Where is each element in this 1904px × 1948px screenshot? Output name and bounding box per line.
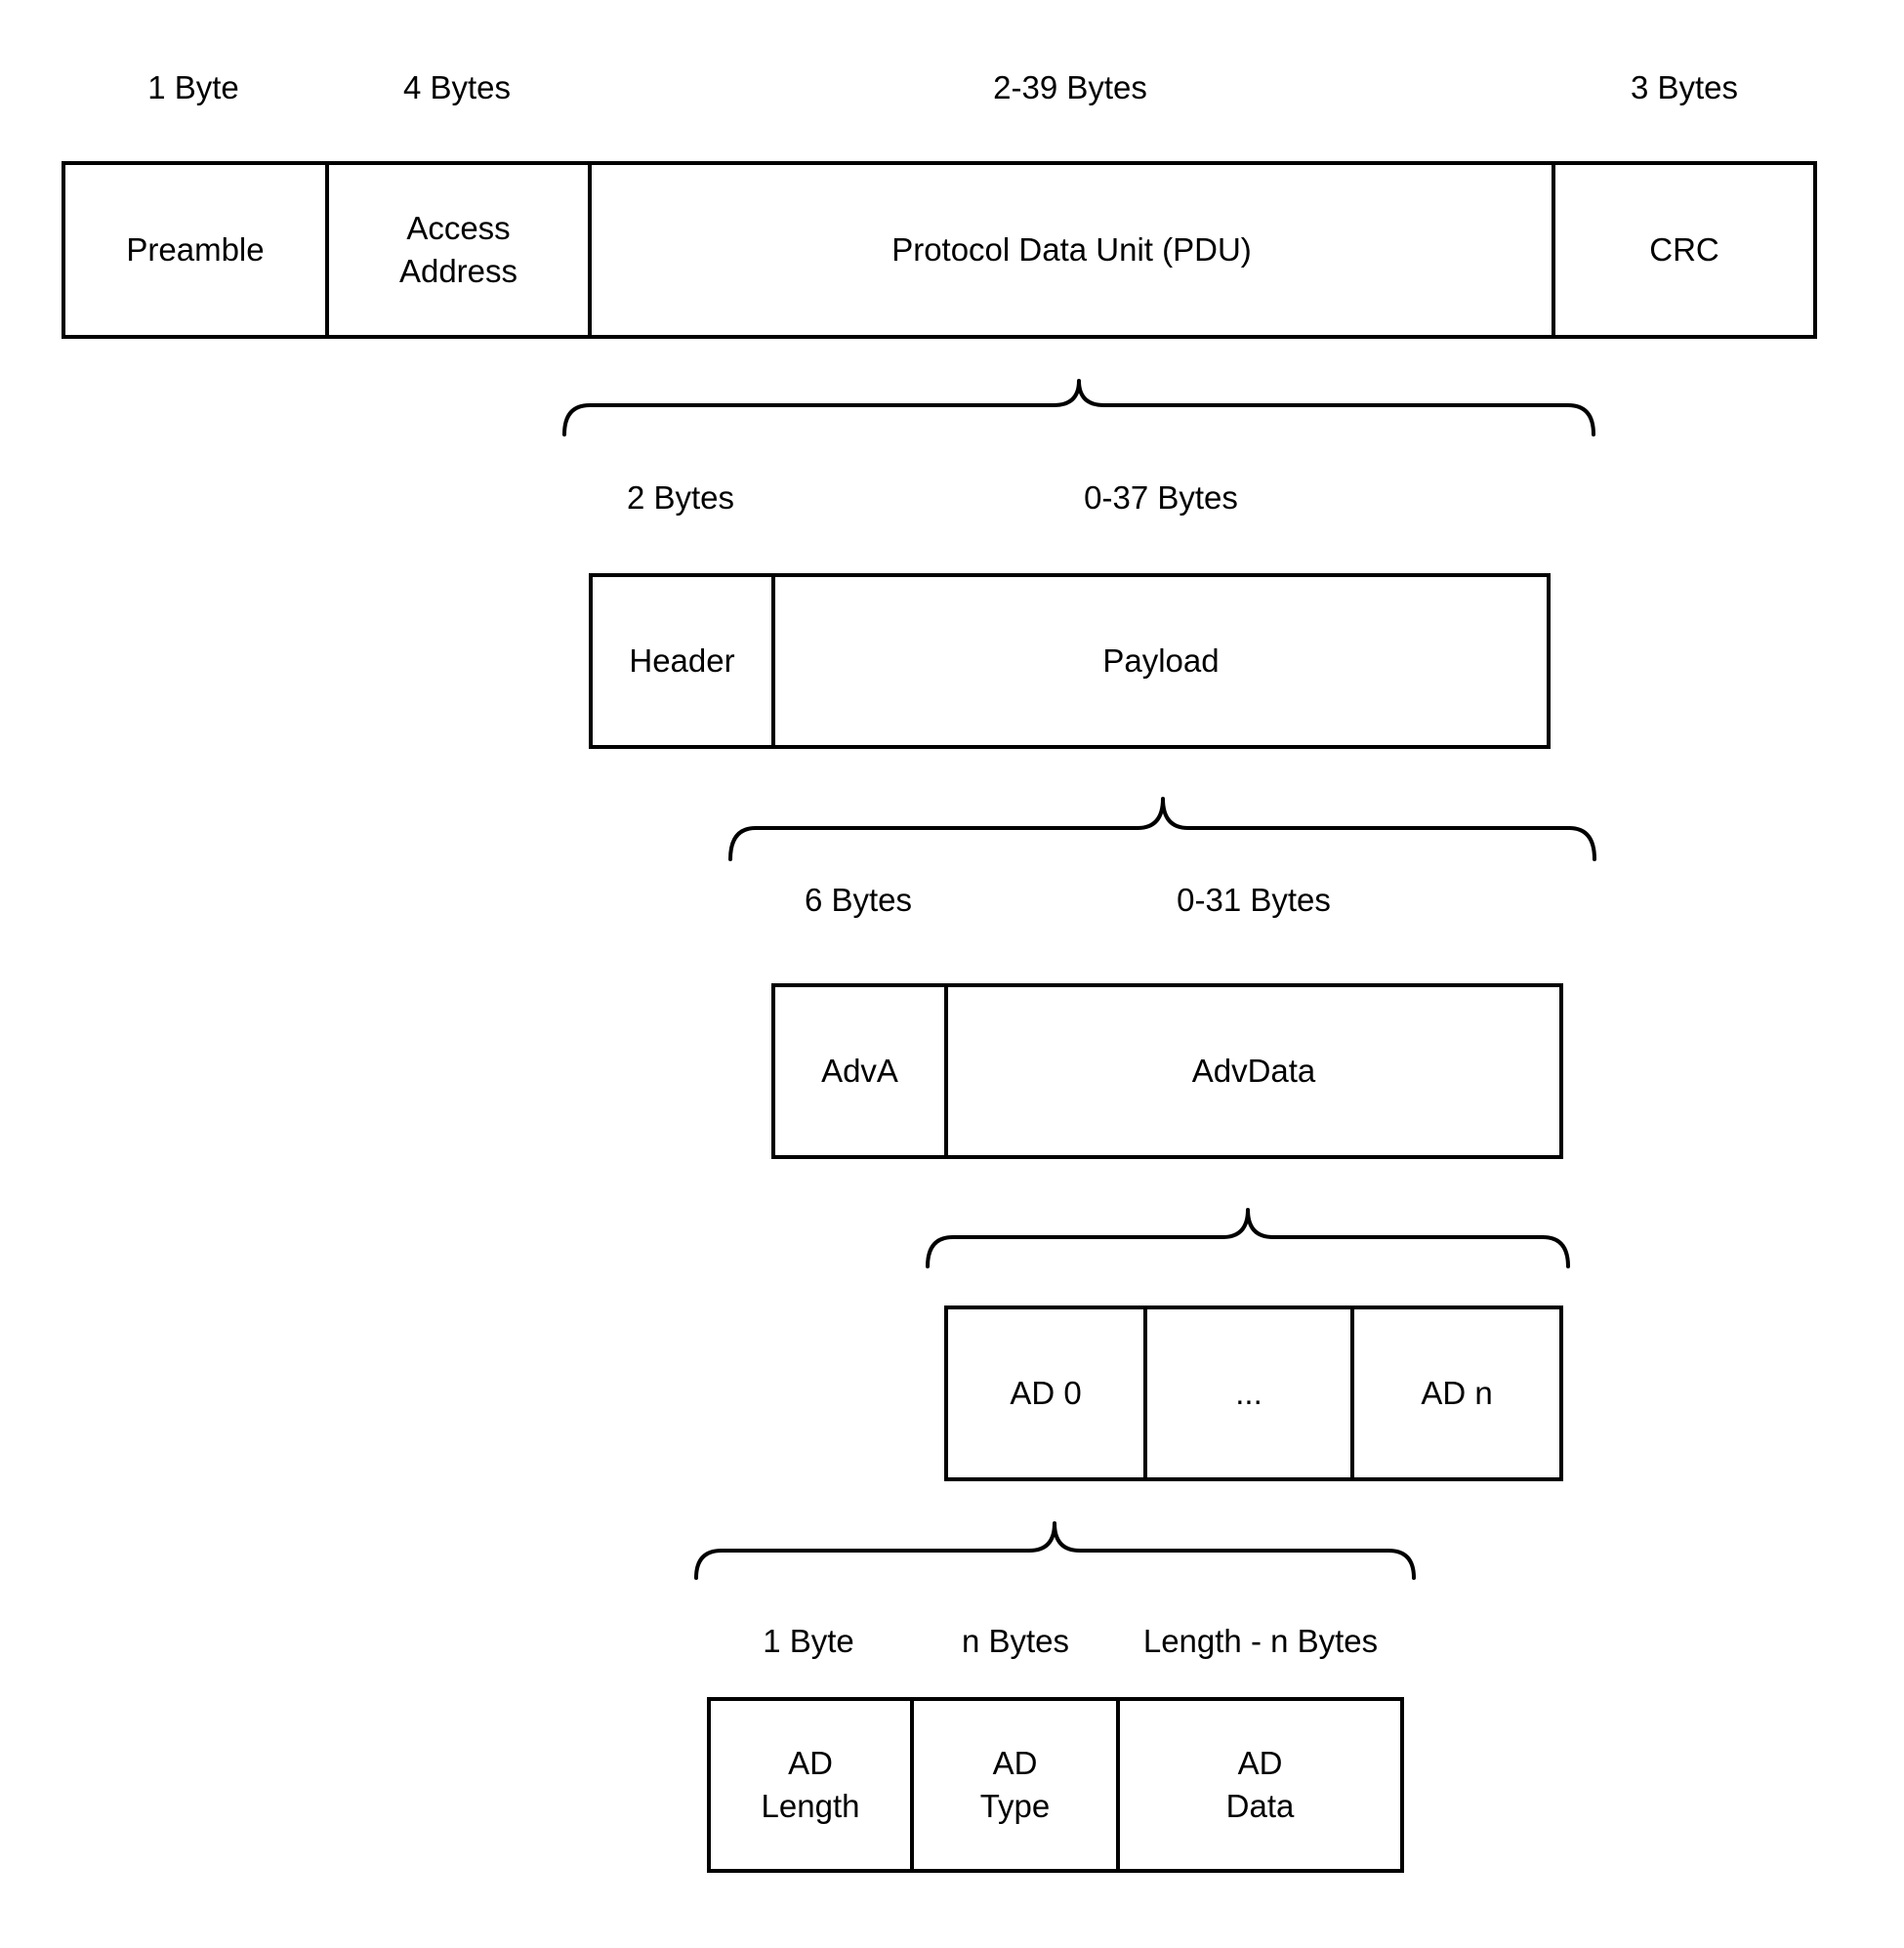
box-ad0: AD 0	[948, 1309, 1147, 1477]
box-ad0-label: AD 0	[1010, 1375, 1082, 1412]
box-crc: CRC	[1555, 165, 1813, 335]
brace-advdata-expansion	[926, 1208, 1570, 1268]
box-pdu-label: Protocol Data Unit (PDU)	[891, 231, 1252, 269]
box-pdu: Protocol Data Unit (PDU)	[592, 165, 1555, 335]
box-header: Header	[593, 577, 775, 745]
size-label-payload: 0-37 Bytes	[1084, 479, 1238, 516]
brace-ad-expansion	[694, 1521, 1416, 1580]
size-label-header: 2 Bytes	[626, 479, 735, 516]
box-advdata-label: AdvData	[1191, 1053, 1316, 1090]
box-adva-label: AdvA	[821, 1053, 898, 1090]
ad-structure-row: AD Length AD Type AD Data	[707, 1697, 1404, 1873]
box-header-label: Header	[629, 642, 735, 680]
brace-pdu-expansion	[562, 379, 1595, 436]
box-access-address-label: Access Address	[398, 210, 518, 289]
box-preamble-label: Preamble	[126, 231, 265, 269]
size-label-ad-data: Length - n Bytes	[1142, 1623, 1379, 1659]
advdata-expansion-row: AD 0 ... AD n	[944, 1306, 1563, 1481]
box-ad-type-label: AD Type	[979, 1745, 1051, 1824]
size-label-adva: 6 Bytes	[804, 882, 913, 918]
box-crc-label: CRC	[1649, 231, 1719, 269]
size-label-ad-length: 1 Byte	[763, 1623, 854, 1659]
size-label-access-address: 4 Bytes	[402, 69, 512, 105]
size-label-advdata: 0-31 Bytes	[1177, 882, 1331, 918]
pdu-expansion-row: Header Payload	[589, 573, 1551, 749]
box-ad-type: AD Type	[914, 1701, 1120, 1869]
box-ad-data: AD Data	[1120, 1701, 1400, 1869]
box-payload: Payload	[775, 577, 1547, 745]
box-preamble: Preamble	[65, 165, 329, 335]
packet-row: Preamble Access Address Protocol Data Un…	[62, 161, 1817, 339]
box-access-address: Access Address	[329, 165, 592, 335]
brace-payload-expansion	[728, 797, 1596, 861]
box-ad-length-label: AD Length	[761, 1745, 860, 1824]
box-ad-length: AD Length	[711, 1701, 914, 1869]
box-ad-ellipsis: ...	[1147, 1309, 1354, 1477]
box-advdata: AdvData	[948, 987, 1559, 1155]
box-ad-ellipsis-label: ...	[1235, 1375, 1262, 1412]
box-adva: AdvA	[775, 987, 948, 1155]
box-adn-label: AD n	[1421, 1375, 1493, 1412]
box-ad-data-label: AD Data	[1225, 1745, 1295, 1824]
size-label-preamble: 1 Byte	[147, 69, 239, 105]
box-payload-label: Payload	[1102, 642, 1220, 680]
size-label-pdu: 2-39 Bytes	[993, 69, 1147, 105]
size-label-ad-type: n Bytes	[961, 1623, 1070, 1659]
payload-expansion-row: AdvA AdvData	[771, 983, 1563, 1159]
box-adn: AD n	[1354, 1309, 1559, 1477]
size-label-crc: 3 Bytes	[1630, 69, 1739, 105]
